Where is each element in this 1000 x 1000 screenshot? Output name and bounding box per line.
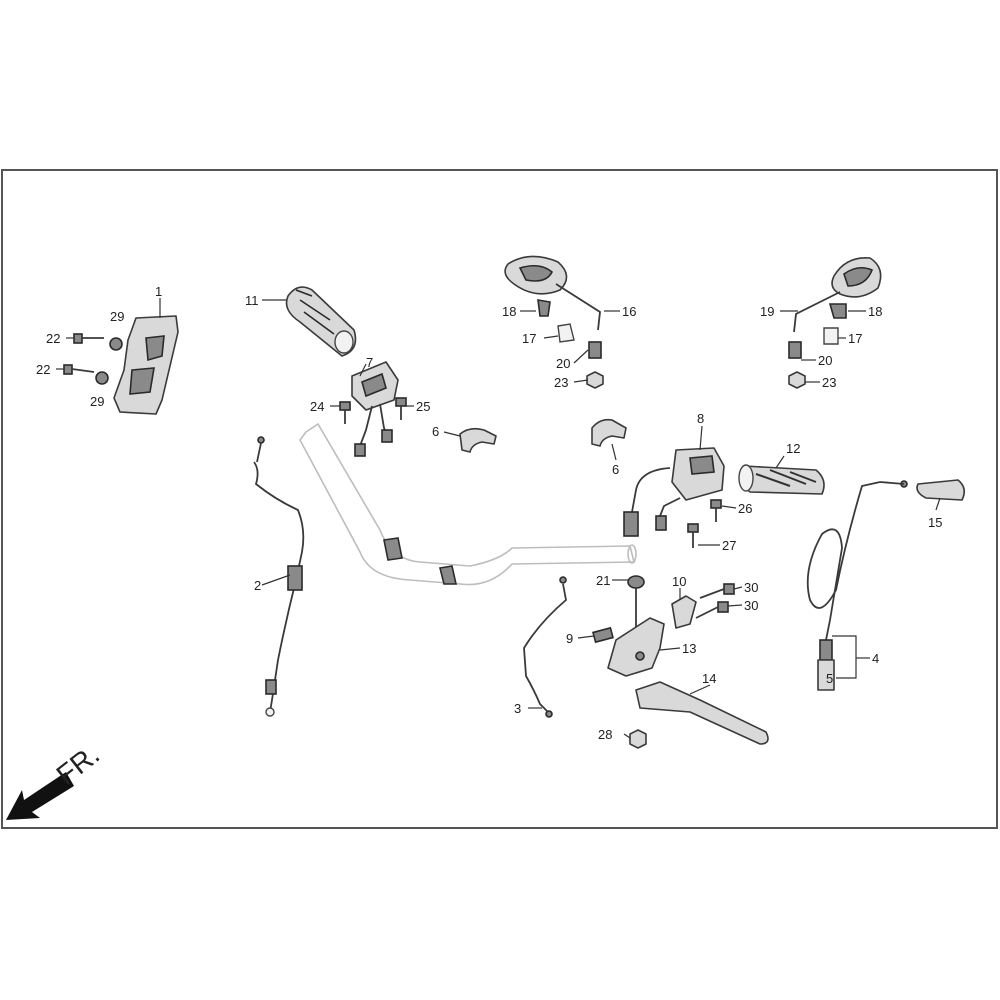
callout-10: 10	[672, 574, 686, 589]
mirror-cap-17-right	[823, 327, 839, 345]
callout-20-left: 20	[556, 356, 570, 371]
callout-11: 11	[245, 293, 259, 308]
callout-6-left: 6	[432, 424, 439, 439]
part-6-clamp-left	[459, 427, 497, 453]
mirror-right	[793, 257, 882, 333]
screw-25	[395, 397, 407, 420]
callout-1: 1	[155, 284, 162, 299]
callout-14: 14	[702, 671, 716, 686]
callout-22-lower: 22	[36, 362, 50, 377]
callout-17-right: 17	[848, 331, 862, 346]
callout-21: 21	[596, 573, 610, 588]
screw-27	[687, 523, 699, 548]
callout-23-left: 23	[554, 375, 568, 390]
callout-29-upper: 29	[110, 309, 124, 324]
part-15-cable-end	[916, 479, 966, 501]
washer-29-lower	[95, 371, 109, 385]
adapter-20-right	[788, 341, 802, 359]
callout-18-right: 18	[868, 304, 882, 319]
callout-6-right: 6	[612, 462, 619, 477]
part-8-right-switch	[623, 447, 725, 537]
washer-29-upper	[109, 337, 123, 351]
callout-23-right: 23	[822, 375, 836, 390]
callout-9: 9	[566, 631, 573, 646]
callout-19: 19	[760, 304, 774, 319]
callout-20-right: 20	[818, 353, 832, 368]
callout-26: 26	[738, 501, 752, 516]
part-13-lever-bracket	[607, 617, 665, 677]
part-1-hand-guard	[113, 315, 179, 415]
callout-27: 27	[722, 538, 736, 553]
leader-lines	[56, 298, 941, 739]
handlebar	[299, 422, 637, 586]
callout-13: 13	[682, 641, 696, 656]
callout-12: 12	[786, 441, 800, 456]
mirror-left	[504, 255, 601, 331]
mirror-cover-18-left	[537, 299, 551, 317]
front-arrow-icon	[6, 772, 74, 820]
callout-labels: 1 2 3 4 5 6 6 7 8 9 10 11 12 13 14 15 16…	[36, 284, 942, 742]
callout-17-left: 17	[522, 331, 536, 346]
bolt-30-lower	[695, 601, 729, 619]
diagram-frame	[1, 169, 998, 829]
callout-30-upper: 30	[744, 580, 758, 595]
front-direction-indicator: FR.	[6, 739, 105, 820]
part-3-cable	[523, 576, 567, 718]
nut-23-left	[586, 371, 604, 389]
part-6-clamp-right	[591, 418, 627, 447]
mirror-cap-17-left	[557, 323, 575, 343]
part-14-lever	[635, 681, 769, 745]
callout-16: 16	[622, 304, 636, 319]
screw-26	[710, 499, 722, 522]
part-4-cable	[806, 480, 908, 641]
callout-4: 4	[872, 651, 879, 666]
mirror-cover-18-right	[828, 303, 847, 319]
callout-15: 15	[928, 515, 942, 530]
bolt-22-lower	[63, 364, 95, 375]
part-10-clamp-half	[671, 595, 697, 629]
part-2-cable	[253, 436, 305, 717]
callout-18-left: 18	[502, 304, 516, 319]
screw-24	[339, 401, 351, 424]
callout-28: 28	[598, 727, 612, 742]
callout-25: 25	[416, 399, 430, 414]
adapter-20-left	[588, 341, 602, 359]
nut-23-right	[788, 371, 806, 389]
nut-28	[629, 729, 647, 749]
part-12-right-grip	[738, 464, 825, 495]
callout-2: 2	[254, 578, 261, 593]
callout-5: 5	[826, 671, 833, 686]
part-7-left-switch	[351, 361, 399, 457]
callout-29-lower: 29	[90, 394, 104, 409]
bolt-30-upper	[699, 583, 735, 599]
callout-24: 24	[310, 399, 324, 414]
part-5-adjuster	[817, 639, 835, 691]
callout-3: 3	[514, 701, 521, 716]
bolt-22-upper	[73, 333, 104, 344]
callout-7: 7	[366, 355, 373, 370]
part-9-fitting	[592, 626, 614, 644]
callout-8: 8	[697, 411, 704, 426]
callout-22-upper: 22	[46, 331, 60, 346]
callout-30-lower: 30	[744, 598, 758, 613]
part-11-left-grip	[285, 286, 357, 357]
